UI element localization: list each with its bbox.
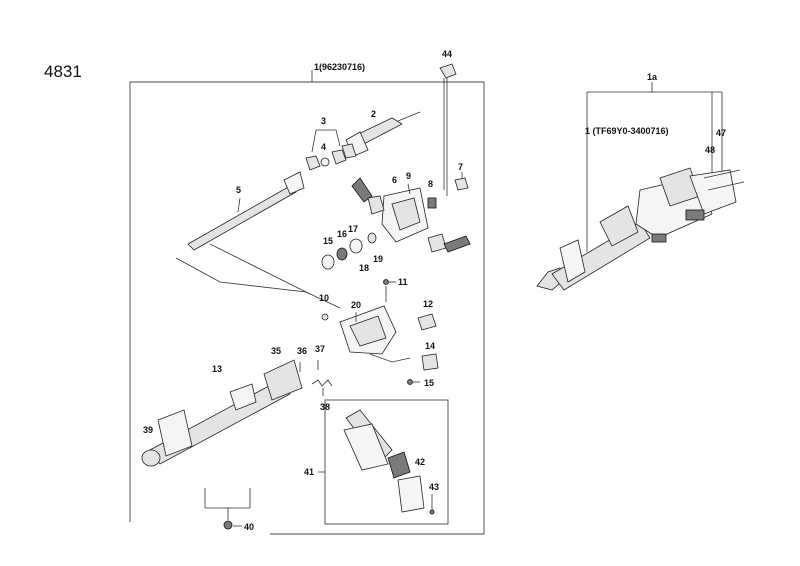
main-assembly-bracket	[129, 70, 485, 535]
callout-8: 8	[428, 179, 433, 189]
bolts-10-11	[321, 279, 396, 321]
callout-37-part	[141, 449, 161, 467]
callout-13: 13	[212, 364, 222, 374]
callout-12: 12	[423, 299, 433, 309]
callout-17-bracket	[204, 488, 251, 530]
page-code: 4831	[44, 62, 82, 81]
callout-14: 35	[271, 346, 281, 356]
alt-steering-column-illustration	[536, 167, 745, 291]
callout-43: 19	[373, 254, 383, 264]
callout-15b: 37	[315, 344, 325, 354]
callout-5: 5	[236, 185, 241, 195]
callout-36: 15	[424, 378, 434, 388]
cap-35-screw-36	[407, 353, 439, 385]
alt-fastener-label-48: 48	[705, 145, 715, 155]
guide-lines	[175, 243, 387, 309]
clips-7-8	[427, 172, 469, 209]
upper-shaft	[345, 111, 421, 157]
alt-assembly-bracket	[586, 82, 723, 252]
callout-40: 16	[337, 229, 347, 239]
callout-6: 6	[392, 175, 397, 185]
intermediate-shaft	[187, 171, 305, 251]
callout-42: 18	[359, 263, 369, 273]
callout-41: 17	[348, 224, 358, 234]
callout-38-part	[439, 63, 457, 196]
callout-10: 10	[319, 293, 329, 303]
lower-column	[149, 359, 333, 465]
callout-19: 42	[415, 457, 425, 467]
callout-18: 41	[304, 467, 314, 477]
combination-switch	[351, 177, 471, 253]
ring-set	[321, 232, 377, 270]
alt-fastener-label-47: 47	[716, 128, 726, 138]
callout-35: 14	[425, 341, 435, 351]
lock-cylinder-subbox	[324, 399, 449, 525]
alt-assembly-part-label: 1 (TF69Y0-3400716)	[585, 126, 669, 136]
bearing-set	[305, 129, 357, 171]
callout-4: 4	[321, 142, 326, 152]
callout-3: 3	[321, 116, 326, 126]
callout-2: 2	[371, 109, 376, 119]
callout-39: 15	[323, 236, 333, 246]
callout-12-part	[417, 313, 437, 331]
callout-20: 43	[429, 482, 439, 492]
callout-9: 9	[406, 171, 411, 181]
callout-44: 20	[351, 300, 361, 310]
main-assembly-label: 1(96230716)	[314, 62, 365, 72]
callout-37: 39	[143, 425, 153, 435]
callout-7: 7	[458, 162, 463, 172]
callout-11: 11	[398, 277, 408, 287]
lock-housing	[339, 305, 411, 363]
lock-cylinder	[318, 409, 435, 515]
alt-assembly-group-label: 1a	[647, 72, 658, 82]
callout-17: 40	[244, 522, 254, 532]
callout-15a: 36	[297, 346, 307, 356]
callout-38: 44	[442, 49, 452, 59]
